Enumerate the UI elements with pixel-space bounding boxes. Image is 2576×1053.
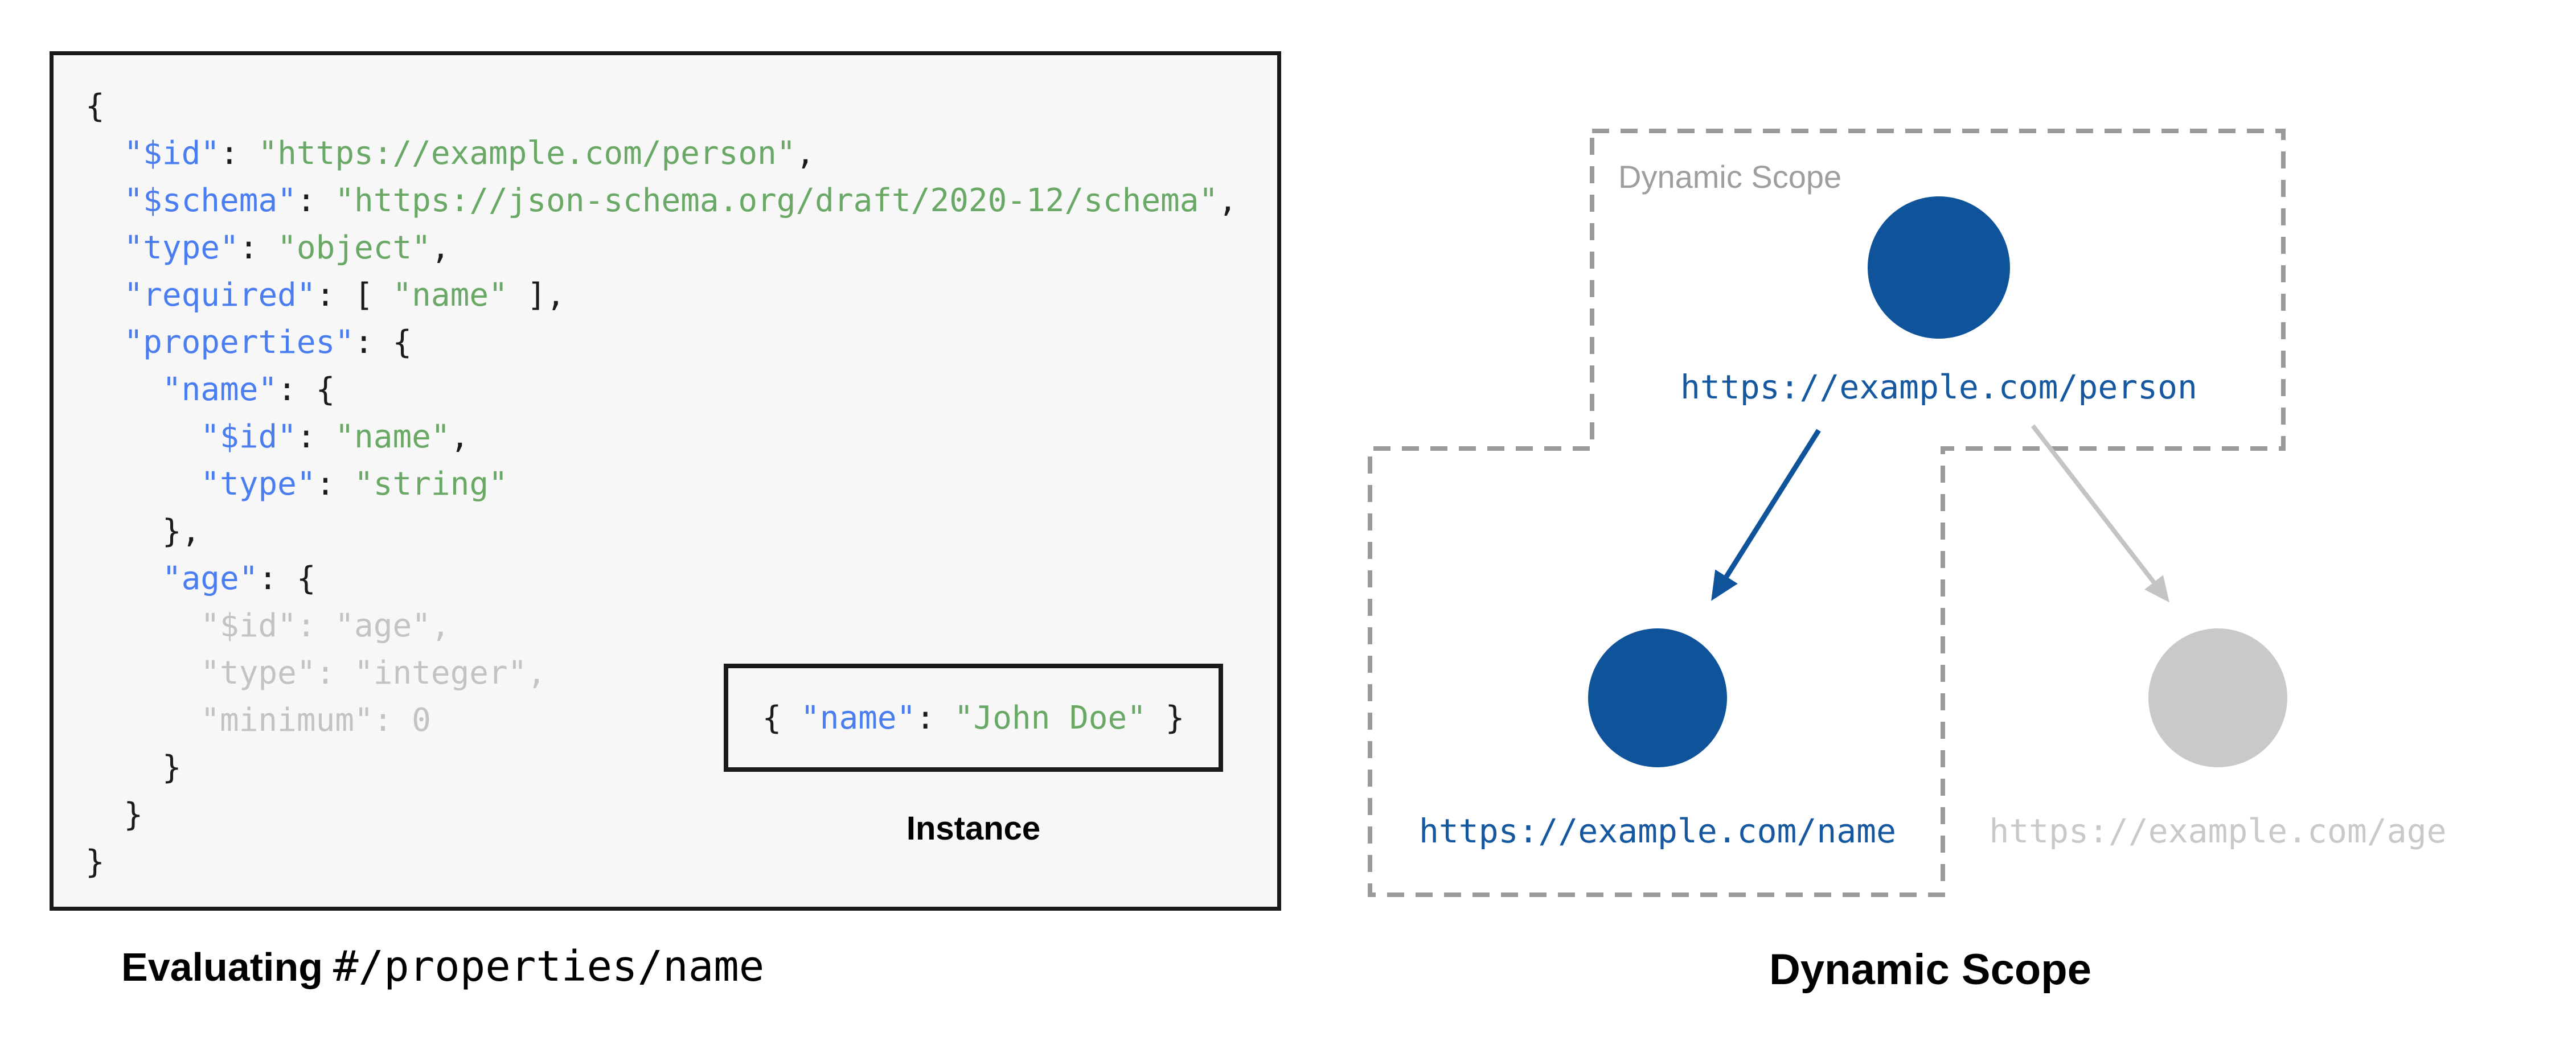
code-line: }, [85, 508, 1237, 555]
code-token: , [450, 418, 470, 455]
instance-code: { "name": "John Doe" } [762, 700, 1185, 737]
code-token: "https://json-schema.org/draft/2020-12/s… [335, 182, 1219, 219]
code-token: : [916, 699, 954, 737]
person-node-circle [1868, 196, 2010, 339]
reference-arrow-age [2031, 424, 2169, 603]
code-token: : [296, 182, 335, 219]
code-line: } [85, 838, 1237, 886]
code-token: } [85, 844, 105, 881]
code-token: } [1146, 699, 1185, 737]
person-node-url: https://example.com/person [1680, 368, 2197, 406]
code-token [85, 560, 162, 597]
code-token: } [85, 749, 182, 786]
code-token: "required" [124, 277, 316, 314]
schema-code-box: { "$id": "https://example.com/person", "… [50, 51, 1281, 911]
code-line: { [85, 83, 1237, 130]
instance-box: { "name": "John Doe" } [724, 664, 1223, 772]
code-token [85, 324, 124, 361]
code-token: { [85, 88, 105, 125]
code-token [85, 229, 124, 266]
dynamic-scope-outline [1368, 129, 2286, 897]
code-token: "https://example.com/person" [258, 135, 796, 172]
right-caption: Dynamic Scope [1769, 945, 2091, 994]
code-line: "$id": "age", [85, 602, 1237, 649]
code-token: "type" [124, 229, 239, 266]
code-token: }, [85, 513, 201, 550]
code-line: "age": { [85, 555, 1237, 602]
code-token: : [239, 229, 278, 266]
code-token: "name" [335, 418, 450, 455]
reference-arrow-name [1711, 429, 1821, 601]
code-line: "minimum": 0 [85, 697, 1237, 744]
code-token: "properties" [124, 324, 355, 361]
code-token: } [85, 796, 143, 833]
code-line: "type": "integer", [85, 649, 1237, 697]
code-token: , [1218, 182, 1237, 219]
code-token: "$id" [200, 418, 297, 455]
code-token: "name" [801, 699, 916, 737]
code-token: "minimum": 0 [85, 702, 431, 739]
dynamic-scope-region-label: Dynamic Scope [1618, 159, 1841, 195]
code-token: "$schema" [124, 182, 297, 219]
left-caption-bold: Evaluating [121, 945, 323, 989]
left-caption-pointer: #/properties/name [333, 942, 765, 991]
code-token: ], [507, 277, 565, 314]
dynamic-scope-diagram: Dynamic Scope https://example.com/person… [1368, 129, 2447, 897]
code-token: , [795, 135, 815, 172]
code-token [85, 466, 200, 503]
age-node-circle [2148, 628, 2287, 767]
code-token: "John Doe" [954, 699, 1146, 737]
code-token: : { [354, 324, 412, 361]
code-token: "age" [162, 560, 259, 597]
code-token [85, 135, 124, 172]
name-node-circle [1588, 628, 1727, 767]
code-token: : { [258, 560, 316, 597]
left-caption: Evaluating#/properties/name [121, 942, 764, 991]
code-token: : [ [315, 277, 393, 314]
code-token: : [315, 466, 355, 503]
code-token [85, 182, 124, 219]
code-line: "type": "string" [85, 460, 1237, 508]
code-token [85, 371, 162, 408]
code-token: : [296, 418, 335, 455]
code-line: "name": { [85, 366, 1237, 413]
code-token: "$id" [124, 135, 220, 172]
code-line: "$schema": "https://json-schema.org/draf… [85, 177, 1237, 224]
code-line: "properties": { [85, 319, 1237, 366]
code-token: "object" [277, 229, 431, 266]
code-token: "name" [392, 277, 508, 314]
code-token: : [220, 135, 259, 172]
code-token: { [762, 699, 801, 737]
code-line: } [85, 744, 1237, 791]
code-line: } [85, 791, 1237, 838]
code-token: : { [277, 371, 335, 408]
schema-code: { "$id": "https://example.com/person", "… [85, 83, 1237, 886]
instance-label: Instance [906, 810, 1041, 847]
code-token: "type": "integer", [85, 655, 547, 692]
name-node-url: https://example.com/name [1419, 812, 1896, 850]
code-token: "$id": "age", [85, 607, 450, 644]
code-token: "string" [354, 466, 508, 503]
code-token: "type" [200, 466, 316, 503]
code-token: , [430, 229, 450, 266]
age-node-url: https://example.com/age [1989, 812, 2446, 850]
code-token: "name" [162, 371, 278, 408]
code-line: "$id": "https://example.com/person", [85, 130, 1237, 177]
code-line: "$id": "name", [85, 413, 1237, 460]
code-token [85, 277, 124, 314]
code-token [85, 418, 200, 455]
code-line: "type": "object", [85, 224, 1237, 272]
code-line: "required": [ "name" ], [85, 272, 1237, 319]
